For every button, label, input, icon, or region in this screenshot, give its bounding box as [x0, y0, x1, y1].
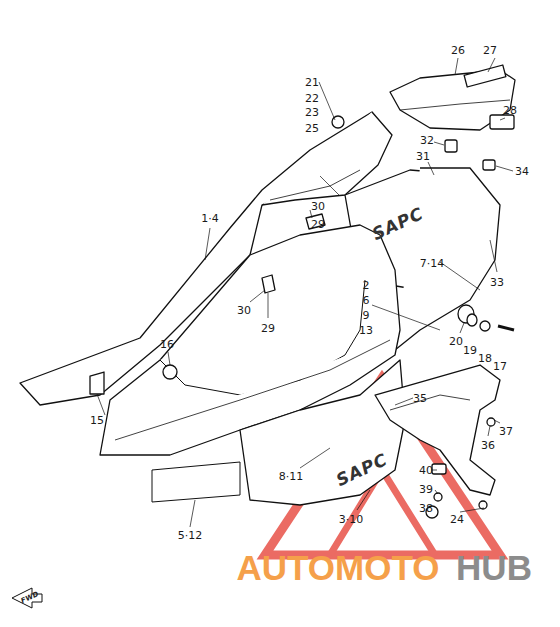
callout-number: 32: [420, 135, 434, 146]
callout-number: 38: [419, 503, 433, 514]
callout-number: 37: [499, 426, 513, 437]
callout-number: 18: [478, 353, 492, 364]
callout-number: 30: [237, 305, 251, 316]
callout-number: 36: [481, 440, 495, 451]
callout-number: 17: [493, 361, 507, 372]
callout-number: 8·11: [279, 471, 304, 482]
callout-number: 7·14: [420, 258, 445, 269]
callout-number: 34: [515, 166, 529, 177]
callout-number: 6: [363, 295, 370, 306]
callout-number: 22: [305, 93, 319, 104]
callout-number: 20: [449, 336, 463, 347]
callout-number: 31: [416, 151, 430, 162]
callout-number: 21: [305, 77, 319, 88]
callout-number: 24: [450, 514, 464, 525]
callout-number: 29: [311, 219, 325, 230]
callout-number: 16: [160, 339, 174, 350]
callout-number: 15: [90, 415, 104, 426]
callout-number: 27: [483, 45, 497, 56]
callout-number: 23: [305, 107, 319, 118]
callout-number: 40: [419, 465, 433, 476]
callout-number: 29: [261, 323, 275, 334]
callout-number: 35: [413, 393, 427, 404]
watermark: HUB: [456, 550, 532, 585]
callout-number: 25: [305, 123, 319, 134]
callout-number: 5·12: [178, 530, 203, 541]
callout-number: 3·10: [339, 514, 364, 525]
callout-number: 9: [363, 310, 370, 321]
callout-number: 39: [419, 484, 433, 495]
callout-number: 2: [363, 280, 370, 291]
callout-number: 30: [311, 201, 325, 212]
callout-number: 33: [490, 277, 504, 288]
fwd-arrow: [12, 588, 42, 608]
callout-number: 19: [463, 345, 477, 356]
callout-number: 26: [451, 45, 465, 56]
callout-number: 13: [359, 325, 373, 336]
callout-number: 1·4: [201, 213, 219, 224]
callout-number: 28: [503, 105, 517, 116]
watermark: AUTOMOTO: [237, 550, 440, 585]
